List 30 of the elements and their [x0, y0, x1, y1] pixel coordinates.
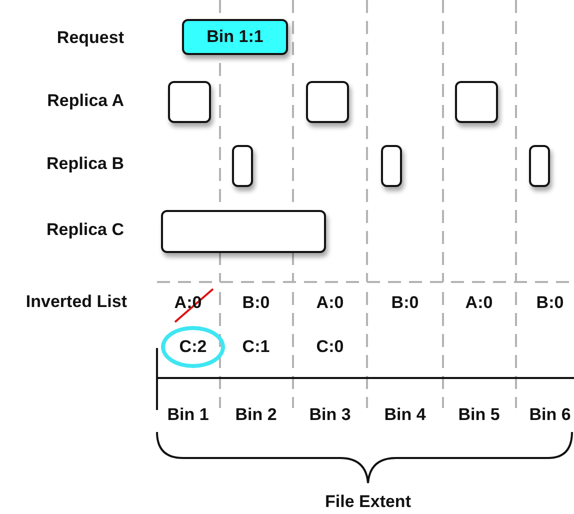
empty-box	[232, 145, 253, 187]
row-label: Replica B	[46, 154, 124, 174]
row-label: Inverted List	[26, 292, 127, 312]
list-entry: B:0	[536, 293, 564, 313]
list-entry: A:0	[316, 293, 344, 313]
empty-box	[381, 145, 402, 187]
empty-box	[306, 81, 349, 123]
box-label: Bin 1:1	[206, 27, 264, 47]
request-box	[182, 19, 288, 55]
list-entry: C:0	[316, 337, 344, 357]
bin-label: Bin 1	[167, 405, 209, 425]
list-entry: B:0	[391, 293, 419, 313]
bin-label: Bin 2	[235, 405, 277, 425]
empty-box	[455, 81, 498, 123]
row-label: Replica A	[47, 91, 124, 111]
empty-box	[168, 81, 211, 123]
extent-label: File Extent	[325, 492, 411, 512]
bin-label: Bin 6	[529, 405, 571, 425]
highlight-ellipse	[161, 326, 225, 368]
list-entry: A:0	[465, 293, 493, 313]
empty-box	[161, 210, 326, 253]
row-label: Request	[56, 28, 124, 48]
list-entry: C:1	[242, 337, 270, 357]
list-entry: B:0	[242, 293, 270, 313]
empty-box	[529, 145, 550, 187]
row-label: Replica C	[46, 220, 124, 240]
box-label: C:2	[179, 337, 207, 357]
bin-label: Bin 3	[309, 405, 351, 425]
bin-label: Bin 4	[384, 405, 426, 425]
bin-label: Bin 5	[458, 405, 500, 425]
